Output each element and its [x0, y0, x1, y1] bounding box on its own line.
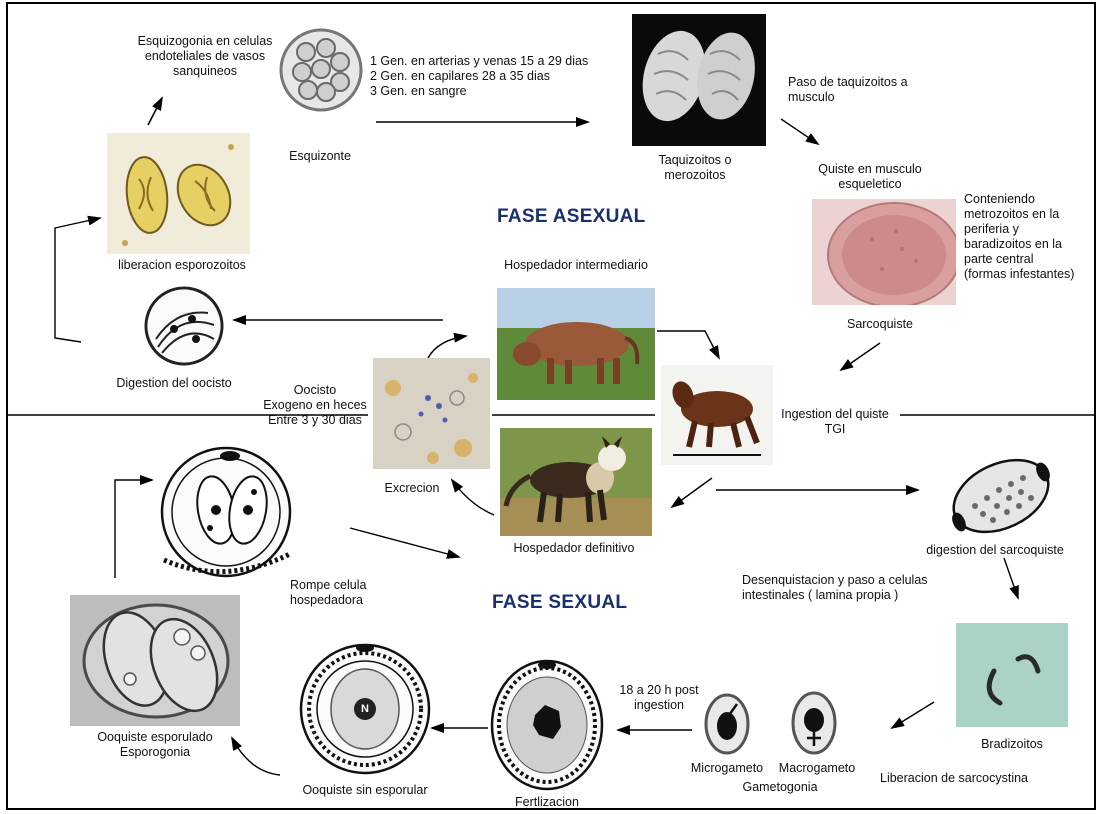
bradizoitos-image	[956, 623, 1068, 727]
label-liberacion-esporozoitos: liberacion esporozoitos	[102, 258, 262, 273]
label-digestion-sarcoquiste: digestion del sarcoquiste	[910, 543, 1080, 558]
dog-image	[500, 428, 652, 536]
label-paso-taquizoitos: Paso de taquizoitos a musculo	[788, 75, 938, 105]
label-ooquiste-esporulado: Ooquiste esporulado Esporogonia	[70, 730, 240, 760]
label-post-ingestion: 18 a 20 h post ingestion	[604, 683, 714, 713]
sarcoquiste-image	[812, 199, 956, 305]
label-excrecion: Excrecion	[362, 481, 462, 496]
label-esquizonte: Esquizonte	[268, 149, 372, 164]
taquizoitos-image	[632, 14, 766, 146]
label-desenquistacion: Desenquistacion y paso a celulas intesti…	[742, 573, 962, 603]
label-hospedador-definitivo: Hospedador definitivo	[494, 541, 654, 556]
nucleus-letter: N	[355, 702, 375, 717]
label-generaciones: 1 Gen. en arterias y venas 15 a 29 dias …	[370, 54, 626, 99]
arrow-bradizoitos-to-gametos	[892, 702, 934, 728]
phase-sexual-title: FASE SEXUAL	[492, 592, 627, 614]
arrow-horse-to-dog	[672, 478, 712, 507]
label-taquizoitos: Taquizoitos o merozoitos	[635, 153, 755, 183]
rompe-celula-image	[152, 440, 302, 580]
label-hospedador-intermediario: Hospedador intermediario	[486, 258, 666, 273]
label-bradizoitos: Bradizoitos	[962, 737, 1062, 752]
arrow-to-esquizogonia	[148, 98, 162, 125]
horse-image	[661, 365, 773, 465]
arrow-sarcoquiste-to-horse	[841, 343, 880, 370]
label-microgameto: Microgameto	[680, 761, 774, 776]
arrow-excrecion-to-cow	[428, 336, 466, 358]
oocisto-digestion-image	[138, 283, 230, 369]
fertlizacion-image	[487, 657, 607, 793]
ooquiste-esporulado-image	[70, 595, 240, 726]
label-macrogameto: Macrogameto	[770, 761, 864, 776]
label-fertlizacion: Fertlizacion	[497, 795, 597, 810]
arrow-to-bradizoitos	[1004, 558, 1018, 598]
phase-asexual-title: FASE ASEXUAL	[497, 206, 646, 228]
label-gametogonia: Gametogonia	[730, 780, 830, 795]
cow-image	[497, 288, 655, 400]
label-ingestion-quiste: Ingestion del quiste TGI	[770, 407, 900, 437]
label-ooquiste-sin-esporular: Ooquiste sin esporular	[280, 783, 450, 798]
arrow-digestion-to-liberacion	[55, 218, 100, 342]
arrow-esporulado-to-rompe	[115, 480, 152, 578]
arrow-to-musculo	[781, 119, 818, 144]
label-conteniendo: Conteniendo metrozoitos en la periferia …	[964, 192, 1092, 282]
label-liberacion-sarcocystina: Liberacion de sarcocystina	[880, 771, 1070, 786]
label-esquizogonia: Esquizogonia en celulas endoteliales de …	[110, 34, 300, 79]
label-quiste-musculo: Quiste en musculo esqueletico	[810, 162, 930, 192]
esporozoitos-image	[107, 133, 250, 254]
label-rompe-celula: Rompe celula hospedadora	[290, 578, 400, 608]
label-digestion-oocisto: Digestion del oocisto	[104, 376, 244, 391]
label-oocisto-exogeno: Oocisto Exogeno en heces Entre 3 y 30 di…	[240, 383, 390, 428]
arrow-cow-to-horse	[657, 331, 719, 358]
arrow-rompe-to-dog	[350, 528, 459, 557]
label-sarcoquiste: Sarcoquiste	[820, 317, 940, 332]
macrogameto-image	[790, 690, 838, 756]
digestion-sarcoquiste-image	[945, 450, 1057, 542]
excrecion-image	[373, 358, 490, 469]
